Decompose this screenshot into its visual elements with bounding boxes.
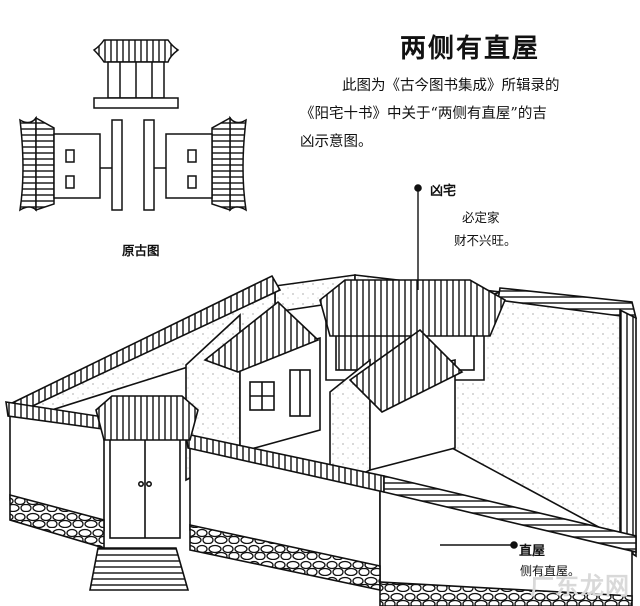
front-wall [5, 401, 637, 606]
right-side-house [329, 328, 464, 492]
diagram-right-house [143, 115, 247, 212]
inauspicious-house-label: 凶宅 [430, 184, 457, 199]
side-house-label: 直屋 [519, 544, 546, 559]
front-gate [89, 395, 199, 591]
diagram-gate-house [92, 39, 180, 109]
description-line-1: 此图为《古今图书集成》所辑录的 [342, 78, 560, 94]
description-text: 此图为《古今图书集成》所辑录的 《阳宅十书》中关于“两侧有直屋”的吉 凶示意图。 [300, 72, 630, 156]
original-diagram [19, 39, 247, 212]
description-line-3: 凶示意图。 [300, 134, 373, 150]
page-title: 两侧有直屋 [400, 34, 541, 64]
inauspicious-note-line-2: 财不兴旺。 [454, 233, 517, 248]
watermark: 广东龙网 [530, 572, 630, 600]
description-line-2: 《阳宅十书》中关于“两侧有直屋”的吉 [300, 106, 547, 122]
side-house-note: 侧有直屋。 [520, 564, 581, 578]
inauspicious-note-line-1: 必定家 [462, 210, 500, 225]
diagram-left-house [19, 115, 123, 212]
right-wall-roof-2 [619, 308, 637, 558]
original-diagram-caption: 原古图 [122, 243, 160, 258]
courtyard-drawing [5, 184, 638, 606]
